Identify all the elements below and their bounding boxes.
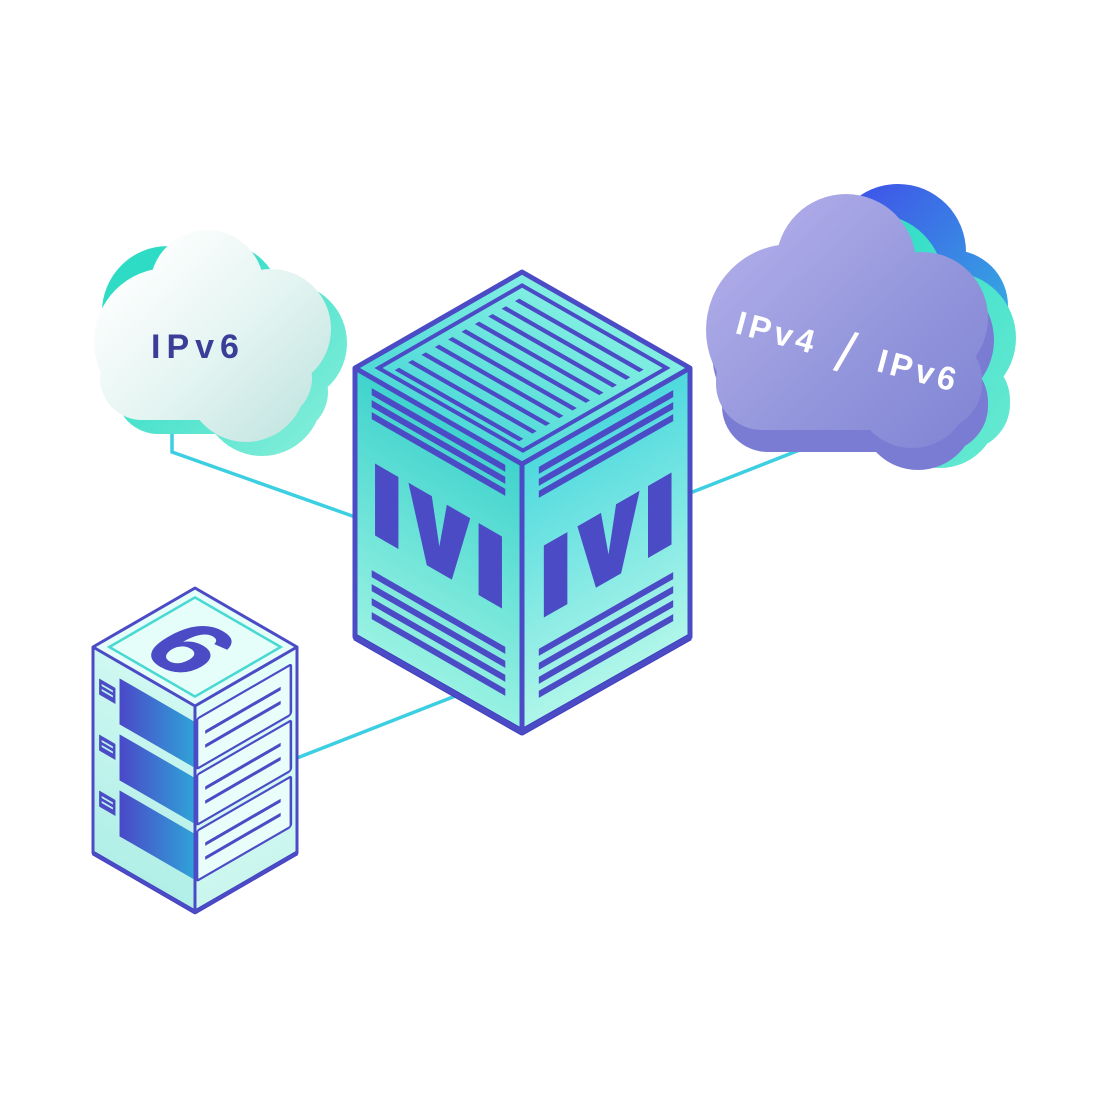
server-inner-edges bbox=[92, 645, 298, 912]
cube-right-bottom-stripes bbox=[538, 572, 674, 698]
drawer-front-2 bbox=[195, 719, 293, 826]
right-cloud: IPv4 / IPv6 bbox=[706, 184, 1016, 470]
drawer-shade bbox=[119, 790, 195, 881]
cube-left-bottom-stripes bbox=[371, 570, 506, 696]
letter-I bbox=[375, 463, 399, 549]
server-left-drawer-1 bbox=[99, 678, 195, 769]
drawer-shade bbox=[119, 734, 195, 825]
server-right-face bbox=[195, 646, 297, 912]
server-drawers-front bbox=[195, 663, 293, 882]
letter-I bbox=[648, 472, 672, 558]
letter-I bbox=[478, 523, 502, 609]
ivi-left-label: IVI bbox=[375, 463, 502, 609]
server-top-inner-border bbox=[106, 595, 284, 699]
cube-left-face: IVI bbox=[355, 368, 523, 733]
ivi-right-label: IVI bbox=[543, 472, 672, 618]
cloud-base bbox=[716, 334, 982, 430]
ivi-cube: IVI IVI bbox=[352, 269, 693, 736]
drawer-front-1 bbox=[195, 663, 293, 770]
letter-I bbox=[543, 532, 568, 618]
server-left-face bbox=[93, 647, 195, 913]
drawer-front-1-lines bbox=[205, 686, 281, 748]
drawer-front-3 bbox=[195, 775, 293, 882]
connector-server-to-cube bbox=[296, 693, 459, 760]
server-edges bbox=[91, 586, 299, 915]
vent-lines bbox=[101, 684, 113, 698]
left-cloud: IPv6 bbox=[94, 230, 347, 456]
cube-left-top-stripes bbox=[371, 388, 506, 496]
cube-right-face: IVI bbox=[522, 367, 691, 732]
left-cloud-body bbox=[94, 230, 331, 442]
vent-lines bbox=[101, 740, 113, 754]
cube-inner-edges bbox=[353, 365, 692, 732]
cube-right-top-stripes bbox=[538, 390, 674, 498]
server-left-drawer-2 bbox=[99, 734, 195, 825]
cloud-base bbox=[100, 336, 312, 420]
server-left-drawer-3 bbox=[99, 790, 195, 881]
right-cloud-body bbox=[706, 194, 988, 448]
server-rack: 6 bbox=[91, 586, 299, 915]
letter-V bbox=[408, 482, 471, 580]
cube-top-stripes bbox=[394, 298, 644, 442]
cube-edges bbox=[352, 269, 693, 736]
letter-V bbox=[577, 490, 640, 588]
vent-lines bbox=[101, 796, 113, 810]
drawer-shade bbox=[119, 678, 195, 769]
drawer-front-2-lines bbox=[205, 742, 281, 804]
cube-top-inner-border bbox=[374, 283, 671, 453]
left-cloud-label: IPv6 bbox=[151, 328, 245, 366]
drawer-front-3-lines bbox=[205, 798, 281, 860]
